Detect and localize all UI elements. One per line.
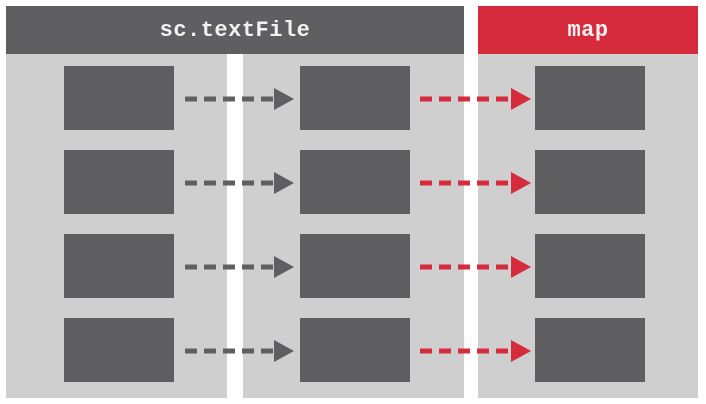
partition-block (64, 66, 174, 130)
partition-block (64, 318, 174, 382)
partition-block (535, 318, 645, 382)
partition-block (300, 150, 410, 214)
partition-block (300, 66, 410, 130)
partition-block (64, 234, 174, 298)
partition-block (300, 318, 410, 382)
header-map: map (478, 6, 698, 54)
partition-block (535, 66, 645, 130)
partition-block (535, 234, 645, 298)
header-sc-textfile-label: sc.textFile (159, 17, 311, 43)
partition-panel-map (478, 54, 698, 398)
partition-block (300, 234, 410, 298)
header-sc-textfile: sc.textFile (6, 6, 464, 54)
partition-block (535, 150, 645, 214)
header-map-label: map (567, 17, 609, 43)
partition-panel-textfile (243, 54, 464, 398)
partition-block (64, 150, 174, 214)
partition-panel-source (6, 54, 227, 398)
